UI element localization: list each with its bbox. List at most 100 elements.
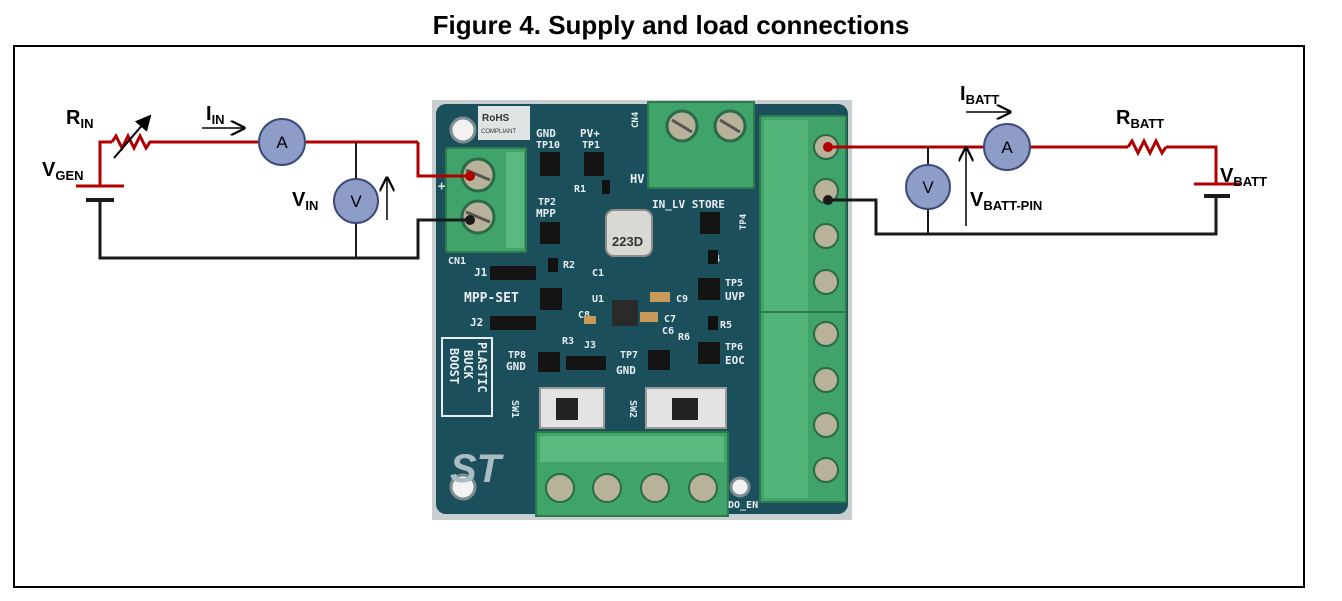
label-mppset: MPP-SET [464, 291, 519, 306]
capacitor [584, 316, 596, 324]
screw [813, 321, 839, 347]
label-r5: R5 [720, 320, 732, 331]
label-tp1: TP1 [582, 140, 600, 151]
label-plastic: PLASTIC [475, 342, 489, 393]
label-gnd3: GND [616, 364, 636, 377]
ammeter-output [983, 123, 1031, 171]
label-buck: BUCK [461, 350, 475, 380]
rohs-sticker [478, 106, 530, 140]
figure-frame [13, 45, 1305, 588]
connection-dot [465, 171, 475, 181]
resistor-rbatt [1126, 137, 1168, 157]
testpoint [648, 350, 670, 370]
label-tp4: TP4 [739, 213, 749, 230]
inductor [605, 209, 653, 257]
ammeter-input-label: A [276, 133, 288, 152]
screw [688, 473, 718, 503]
jumper-j3 [566, 356, 606, 370]
label-vbatt: VBATT [1220, 165, 1267, 189]
testpoint [540, 152, 560, 176]
testpoint [700, 212, 720, 234]
terminal-cn1-side [506, 152, 524, 248]
label-tp10: TP10 [536, 140, 560, 151]
label-c8: C8 [578, 310, 590, 321]
label-mpp: MPP [536, 207, 556, 220]
label-vbatt-pin: VBATT-PIN [970, 189, 1042, 213]
label-pvplus: PV+ [580, 127, 600, 140]
label-c1: C1 [592, 268, 604, 279]
resistor [708, 250, 718, 264]
label-tp7: TP7 [620, 350, 638, 361]
screw [545, 473, 575, 503]
evaluation-board: RoHS COMPLIANT + CN1 CN4 HV [432, 100, 852, 520]
wire-input-black [98, 200, 470, 260]
label-c9: C9 [676, 294, 688, 305]
input-circuit: A V RIN IIN VGEN VIN [42, 103, 475, 260]
label-do-en: DO_EN [728, 500, 758, 511]
testpoint [584, 152, 604, 176]
screw [813, 223, 839, 249]
voltmeter-output-label: V [922, 178, 934, 197]
mounting-hole-bl [449, 473, 477, 501]
resistor [708, 316, 718, 330]
voltmeter-output [905, 164, 951, 210]
label-rin: RIN [66, 107, 93, 131]
mounting-hole-tl [449, 116, 477, 144]
testpoint [540, 222, 560, 244]
label-j2: J2 [470, 316, 483, 329]
screw [813, 457, 839, 483]
resistor [548, 258, 558, 272]
terminal-bottom-top [540, 436, 724, 462]
label-eoc: EOC [725, 354, 745, 367]
screw [592, 473, 622, 503]
st-logo: ST [450, 447, 505, 491]
jumper-j1 [490, 266, 536, 280]
rohs-compliant-text: COMPLIANT [481, 129, 516, 135]
switch-sw1-knob [556, 398, 578, 420]
label-cn1: CN1 [448, 256, 466, 267]
testpoint [538, 352, 560, 372]
screw [813, 412, 839, 438]
label-gnd: GND [536, 127, 556, 140]
label-rbatt: RBATT [1116, 107, 1164, 131]
plastic-box [441, 337, 493, 417]
label-r1: R1 [574, 184, 586, 195]
plus-marker: + [438, 179, 445, 193]
ammeter-input [258, 118, 306, 166]
label-ibatt: IBATT [960, 83, 999, 107]
resistor-rin [110, 132, 160, 152]
output-circuit: V A IBATT RBATT VBATT VBATT-PIN [823, 83, 1267, 236]
label-iin: IIN [206, 103, 225, 127]
label-r2: R2 [563, 260, 575, 271]
label-cn4: CN4 [631, 111, 641, 128]
label-uvp: UVP [725, 290, 745, 303]
label-tp6: TP6 [725, 342, 743, 353]
rohs-text: RoHS [482, 113, 510, 124]
screw [640, 473, 670, 503]
screw [813, 269, 839, 295]
label-r3: R3 [562, 336, 574, 347]
label-tp5: TP5 [725, 278, 743, 289]
mppset-testpoint [540, 288, 562, 310]
label-tp8: TP8 [508, 350, 526, 361]
label-vgen: VGEN [42, 159, 84, 183]
ammeter-output-label: A [1001, 138, 1013, 157]
testpoint [698, 278, 720, 300]
figure-title: Figure 4. Supply and load connections [432, 10, 910, 40]
label-c6: C6 [662, 326, 674, 337]
label-in-lv-store: IN_LV STORE [652, 198, 725, 211]
wire-output-red [1166, 145, 1218, 184]
screw-slot [671, 118, 693, 134]
wire-output-black [828, 196, 1218, 236]
testpoint [698, 342, 720, 364]
switch-sw2-knob [672, 398, 698, 420]
label-gnd2: GND [506, 360, 526, 373]
label-j3: J3 [584, 340, 596, 351]
capacitor [640, 312, 658, 322]
screw [813, 367, 839, 393]
wire-input-red [98, 140, 112, 186]
label-sw2: SW2 [627, 400, 638, 418]
label-j1: J1 [474, 266, 488, 279]
label-r6: R6 [678, 332, 690, 343]
